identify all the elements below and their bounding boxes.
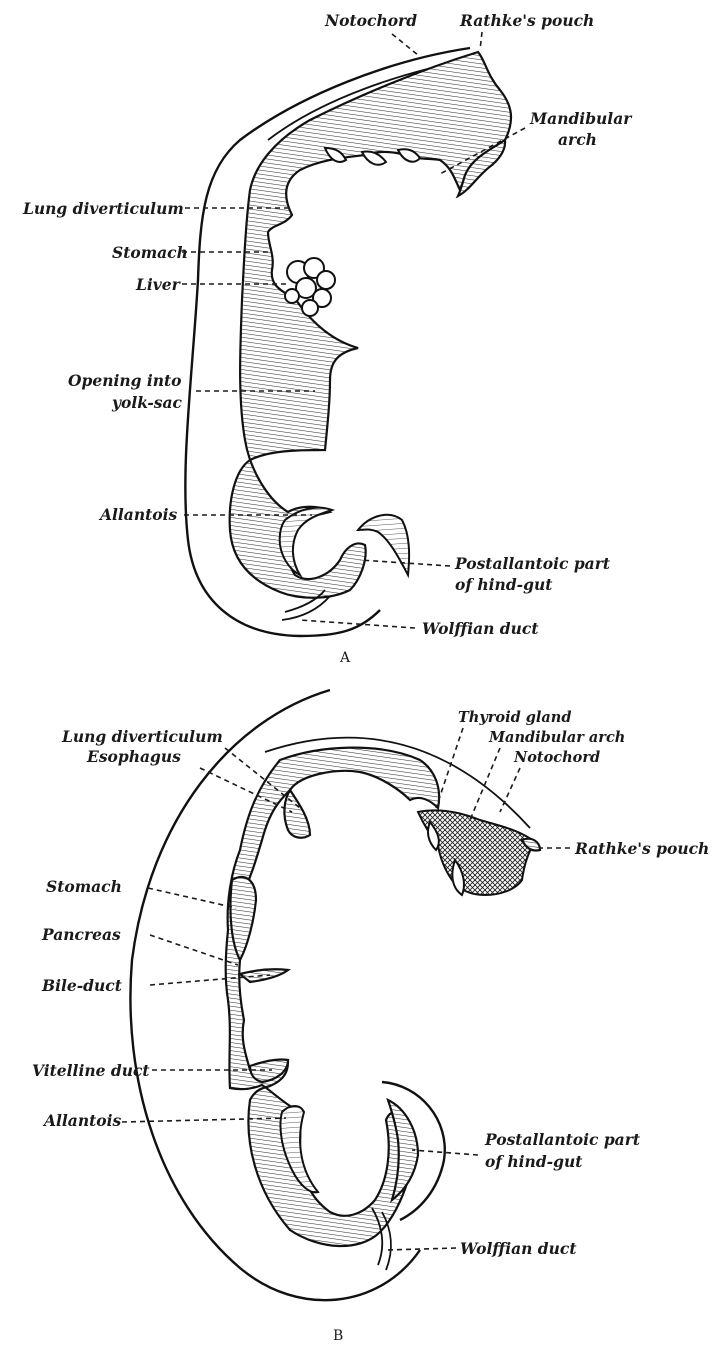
leader-b-lung xyxy=(224,747,301,809)
label-b-rathkes-pouch: Rathke's pouch xyxy=(574,839,709,858)
panel-b-gut-tube xyxy=(224,746,441,1248)
label-a-postallantoic-line2: of hind-gut xyxy=(455,575,553,594)
label-a-wolffian-duct: Wolffian duct xyxy=(422,619,539,638)
panel-b-bile-duct xyxy=(237,968,291,984)
panel-b-pharynx-head xyxy=(416,809,537,897)
panel-a-pharyngeal-pouch-2 xyxy=(360,150,388,166)
panel-a-gut-tube xyxy=(228,50,513,599)
panel-b-rathke-tip xyxy=(520,837,542,852)
panel-b-letter: B xyxy=(333,1328,343,1344)
panel-b-thyroid-pouch xyxy=(427,820,440,852)
leader-b-mandibular xyxy=(469,747,501,821)
panel-b-dorsal-line xyxy=(264,736,531,829)
leader-b-bile xyxy=(149,974,271,986)
panel-a-pharyngeal-pouch-1 xyxy=(323,146,348,163)
label-a-mandibular-arch-line2: arch xyxy=(558,130,597,149)
panel-b-postallantoic-hindgut xyxy=(386,1097,420,1203)
label-a-lung-diverticulum: Lung diverticulum xyxy=(22,199,184,218)
label-b-mandibular-arch: Mandibular arch xyxy=(488,729,625,746)
leader-b-pancreas xyxy=(149,934,239,966)
leader-a-wolffian xyxy=(299,619,416,629)
panel-a-body-outline xyxy=(184,46,471,638)
label-a-opening-yolk-sac-line1: Opening into xyxy=(68,371,182,390)
label-b-notochord: Notochord xyxy=(513,749,600,766)
panel-b-lung-diverticulum xyxy=(283,787,312,839)
leader-b-postallantoic xyxy=(411,1149,479,1156)
panel-a-drawing xyxy=(182,31,526,638)
panel-a-wolffian-duct xyxy=(284,589,326,613)
leader-b-allantois xyxy=(121,1117,287,1123)
panel-b-allantois xyxy=(279,1105,320,1194)
label-a-opening-yolk-sac-line2: yolk-sac xyxy=(111,393,183,412)
label-a-liver: Liver xyxy=(135,275,182,294)
panel-a-mandibular-arch xyxy=(455,138,507,199)
panel-b-wolffian-duct xyxy=(371,1207,384,1266)
label-b-vitelline-duct: Vitelline duct xyxy=(32,1061,150,1080)
label-b-postallantoic-line2: of hind-gut xyxy=(485,1152,583,1171)
panel-b-mandibular-hook xyxy=(451,857,465,897)
panel-a-pharyngeal-pouch-3 xyxy=(396,148,422,163)
leader-a-postallantoic xyxy=(359,559,451,567)
leader-a-rathke xyxy=(479,31,483,51)
label-b-pancreas: Pancreas xyxy=(41,925,121,944)
label-b-stomach: Stomach xyxy=(46,877,122,896)
panel-a-postallantoic-hindgut xyxy=(355,513,411,579)
label-b-lung-diverticulum: Lung diverticulum xyxy=(61,727,223,746)
label-a-mandibular-arch-line1: Mandibular xyxy=(529,109,633,128)
label-b-bile-duct: Bile-duct xyxy=(41,976,123,995)
leader-b-notochord xyxy=(499,767,521,813)
label-b-thyroid-gland: Thyroid gland xyxy=(458,709,572,726)
panel-b-stomach xyxy=(229,875,258,963)
leader-b-wolffian xyxy=(385,1247,457,1251)
label-b-allantois: Allantois xyxy=(42,1111,122,1130)
leader-b-stomach xyxy=(147,887,237,909)
label-a-postallantoic-line1: Postallantoic part xyxy=(454,554,611,573)
label-a-rathkes-pouch: Rathke's pouch xyxy=(459,11,594,30)
label-b-postallantoic-line1: Postallantoic part xyxy=(484,1130,641,1149)
panel-b-drawing xyxy=(121,688,570,1302)
panel-a-allantois xyxy=(278,506,336,578)
label-b-wolffian-duct: Wolffian duct xyxy=(460,1239,577,1258)
panel-a-liver-bud xyxy=(284,257,336,317)
label-b-esophagus: Esophagus xyxy=(86,747,181,766)
leader-a-mandibular xyxy=(439,127,526,175)
panel-a-letter: A xyxy=(339,650,351,666)
label-a-stomach: Stomach xyxy=(112,243,188,262)
label-a-allantois: Allantois xyxy=(98,505,178,524)
leader-a-notochord xyxy=(391,33,419,56)
leader-b-esophagus xyxy=(199,767,293,813)
panel-b-tail-outline xyxy=(381,1080,446,1222)
label-a-notochord: Notochord xyxy=(324,11,417,30)
